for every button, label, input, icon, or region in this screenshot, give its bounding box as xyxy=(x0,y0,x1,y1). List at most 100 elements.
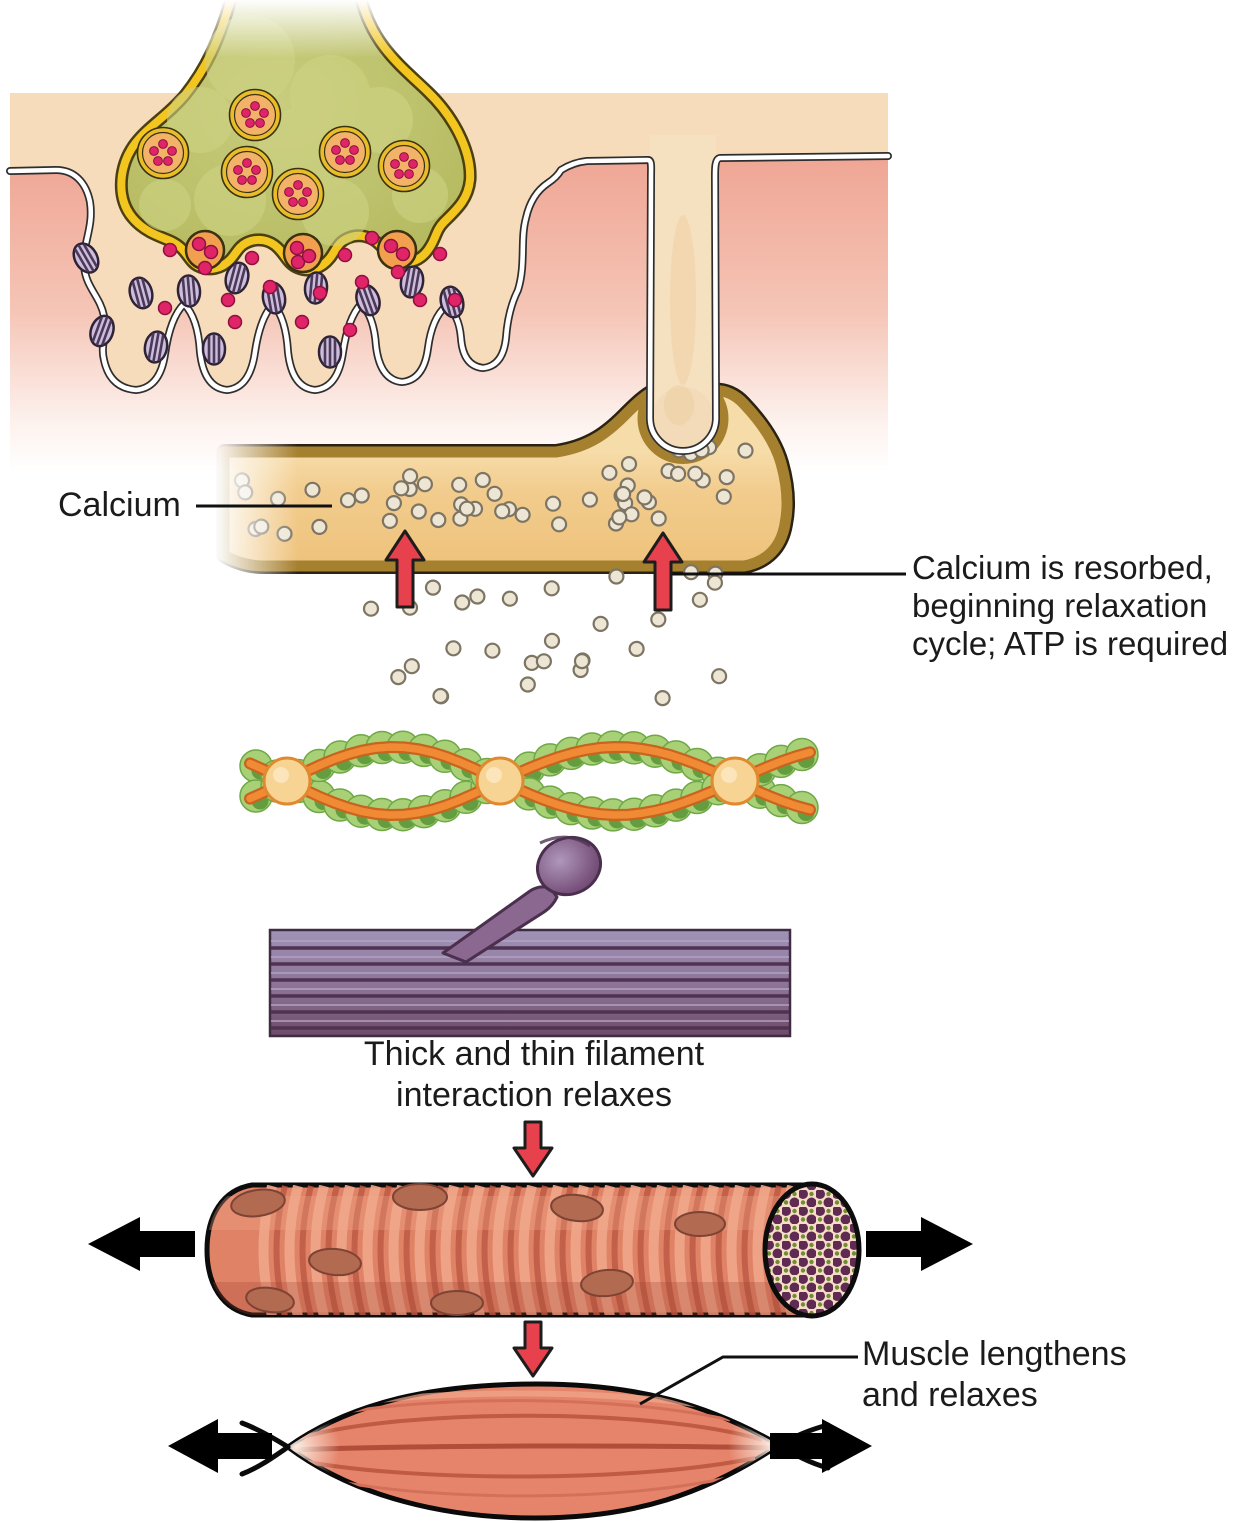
myosin-thick-filament xyxy=(268,835,792,1038)
striation xyxy=(351,1185,366,1315)
calcium-label: Calcium xyxy=(58,486,181,524)
calcium-ion xyxy=(311,518,328,536)
ach-dot xyxy=(312,285,328,301)
calcium-ion xyxy=(573,652,591,670)
ach-dot xyxy=(191,236,207,252)
calcium-ion xyxy=(339,492,357,509)
calcium-ion xyxy=(543,632,561,649)
calcium-ion xyxy=(550,516,568,533)
striation xyxy=(310,1185,329,1315)
calcium-ion xyxy=(669,465,687,482)
calcium-ion xyxy=(687,465,704,482)
striation xyxy=(689,1185,704,1315)
calcium-ion xyxy=(706,574,724,591)
terminal-cytoplasm-texture xyxy=(139,15,448,246)
calcium-resorbed-label: Calcium is resorbed, beginning relaxatio… xyxy=(912,549,1229,662)
calcium-ion xyxy=(601,464,618,481)
calcium-ion xyxy=(501,590,518,607)
calcium-ion xyxy=(432,687,449,705)
calcium-ion xyxy=(614,485,632,503)
ach-dot xyxy=(244,250,260,266)
calcium-ion xyxy=(620,456,638,473)
calcium-ion xyxy=(581,491,599,508)
calcium-ion xyxy=(535,653,553,670)
calcium-ion xyxy=(416,476,433,493)
ach-dot xyxy=(364,230,380,246)
calcium-ion xyxy=(519,676,536,693)
calcium-ion xyxy=(474,471,491,489)
calcium-ion xyxy=(710,668,728,685)
calcium-ion xyxy=(445,640,462,657)
calcium-ion xyxy=(385,495,402,512)
actin-thin-filament xyxy=(239,730,819,832)
calcium-ion xyxy=(636,489,653,506)
muscle-stretch-arrow-left xyxy=(168,1419,272,1473)
calcium-ion xyxy=(424,579,442,596)
striation xyxy=(700,1185,719,1315)
axon-terminal xyxy=(114,0,477,277)
calcium-ion xyxy=(304,481,321,498)
ach-dot xyxy=(220,292,236,308)
calcium-ion xyxy=(381,512,398,530)
ach-dot xyxy=(197,260,213,276)
fiber-stretch-arrow-right xyxy=(866,1217,973,1271)
calcium-ion xyxy=(402,468,419,485)
calcium-ion xyxy=(715,488,732,505)
ach-dot xyxy=(390,264,406,280)
calcium-ion xyxy=(737,442,754,459)
striation xyxy=(637,1185,652,1315)
striation xyxy=(362,1185,381,1315)
relax-flow-down-arrow-1 xyxy=(512,1120,554,1178)
myosin-filament-stripes xyxy=(271,940,789,1030)
ach-dot xyxy=(157,300,173,316)
ach-dot xyxy=(227,314,243,330)
calcium-ion xyxy=(362,600,380,617)
striation xyxy=(596,1185,615,1315)
calcium-resorb-up-arrow-right xyxy=(642,531,684,612)
striation xyxy=(533,1185,548,1315)
calcium-ion xyxy=(410,503,427,520)
calcium-ion xyxy=(543,580,560,597)
ach-dot xyxy=(354,274,370,290)
calcium-ion xyxy=(650,611,667,628)
striation xyxy=(518,1185,537,1315)
calcium-ion xyxy=(469,588,486,605)
calcium-ion xyxy=(611,509,628,526)
ach-dot xyxy=(290,254,306,270)
striation xyxy=(741,1185,756,1315)
calcium-ion xyxy=(253,518,270,535)
myosin-head xyxy=(441,835,602,964)
axon-top-fade xyxy=(185,0,400,58)
calcium-ion xyxy=(484,642,501,659)
calcium-resorb-up-arrow-left xyxy=(384,529,426,609)
calcium-ion xyxy=(454,594,471,611)
muscle-fiber xyxy=(204,1181,862,1319)
muscle-leader-line xyxy=(639,1355,858,1406)
striation xyxy=(663,1185,678,1315)
troponin-complexes xyxy=(262,756,760,806)
calcium-ion xyxy=(654,689,671,707)
calcium-ion xyxy=(237,484,254,501)
calcium-ion xyxy=(650,510,667,527)
striation xyxy=(299,1185,314,1315)
calcium-ion xyxy=(269,490,287,507)
calcium-ion xyxy=(691,591,709,608)
ach-dot xyxy=(337,247,353,263)
calcium-ions-in-sr xyxy=(233,438,754,542)
fiber-cross-section xyxy=(762,1181,862,1319)
whole-muscle xyxy=(239,1381,831,1521)
calcium-ion xyxy=(353,487,370,504)
calcium-ion xyxy=(430,511,447,529)
ach-dot xyxy=(162,242,178,258)
striation xyxy=(622,1185,641,1315)
ach-dot xyxy=(301,248,317,264)
ach-dot xyxy=(342,322,358,338)
striation xyxy=(674,1185,693,1315)
sarcoplasmic-reticulum xyxy=(224,391,787,566)
fiber-stretch-arrow-left xyxy=(88,1217,195,1271)
fiber-nuclei xyxy=(230,1183,726,1316)
relax-flow-down-arrow-2 xyxy=(512,1320,554,1378)
ach-dot xyxy=(447,292,463,308)
